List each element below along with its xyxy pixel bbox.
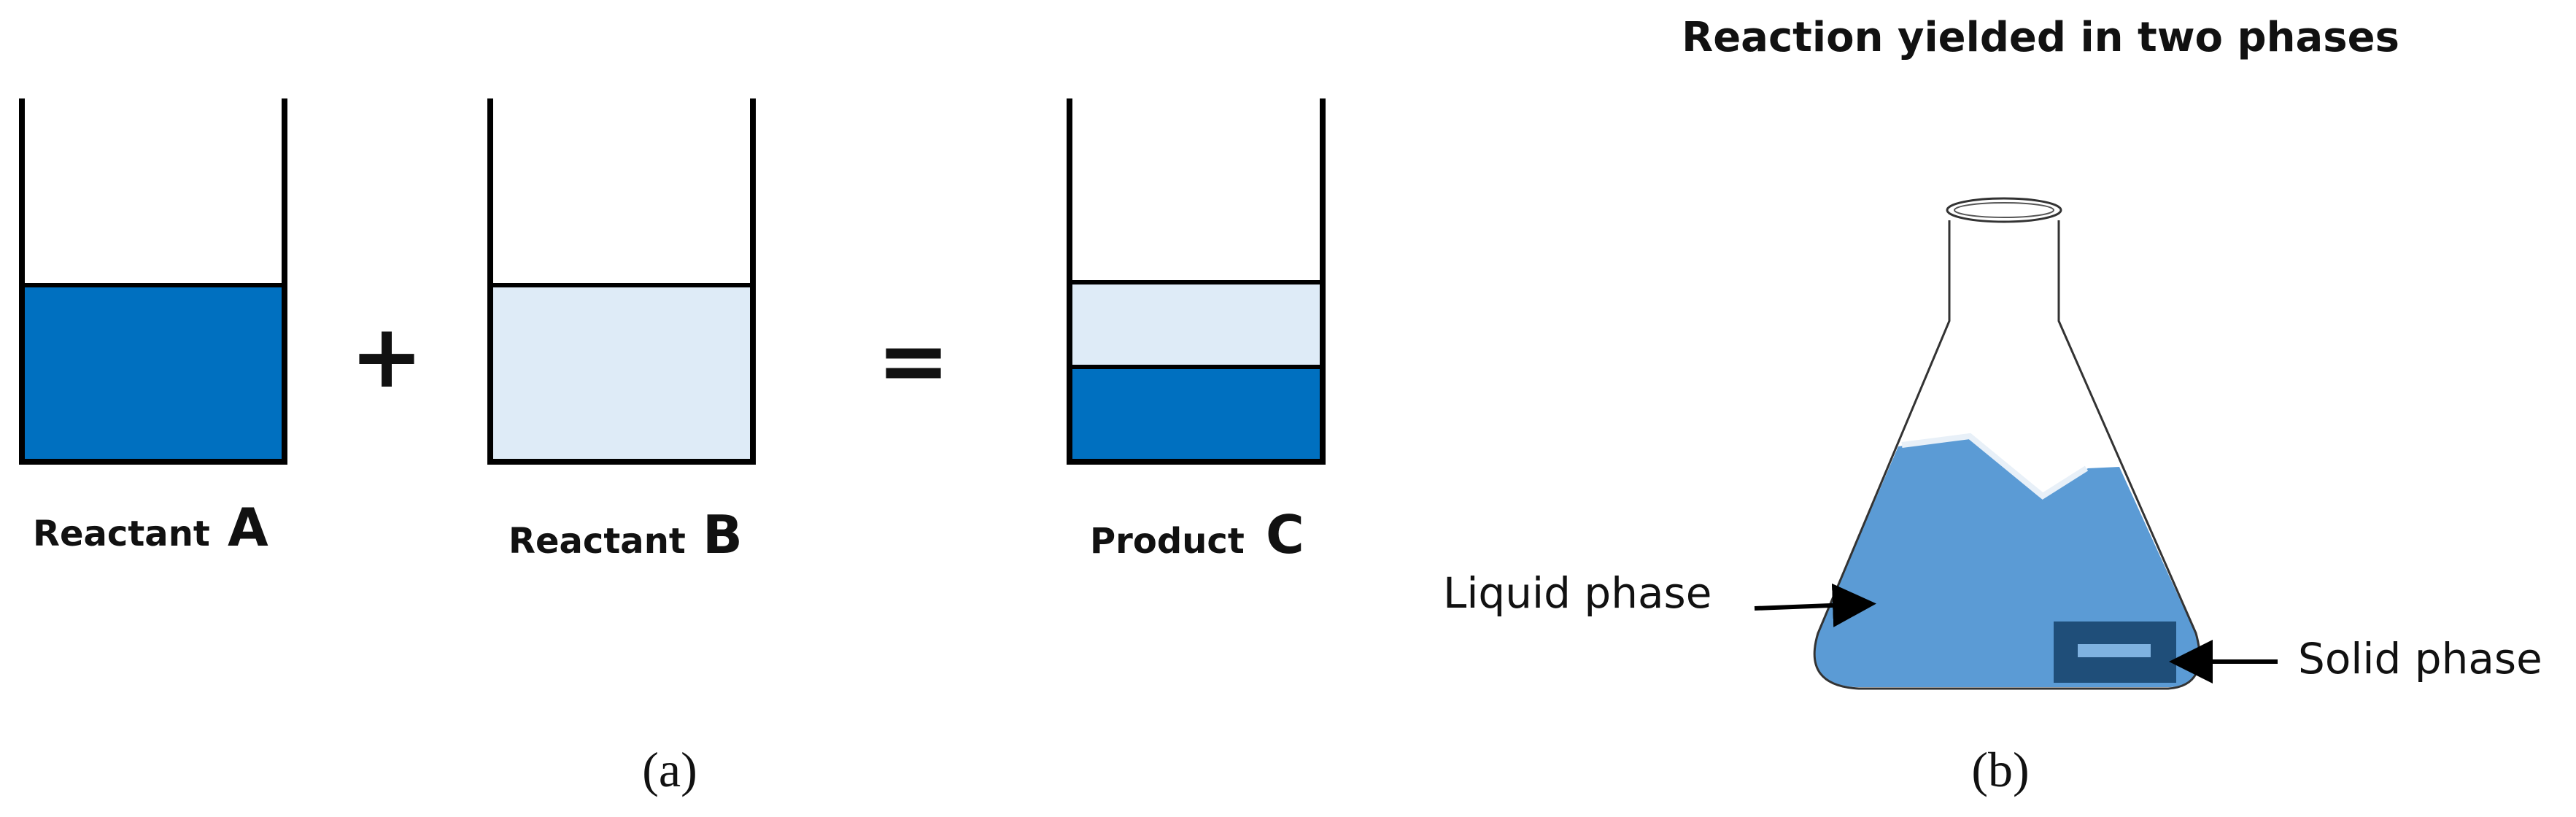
product-c-label: Product <box>1090 521 1245 562</box>
flask-liquid-sheen <box>1901 433 2089 500</box>
reactant-b-letter: B <box>703 504 743 565</box>
reactant-a-letter: A <box>228 497 268 558</box>
caption-b: (b) <box>1971 742 2029 797</box>
liquid-phase-arrow <box>1754 583 1876 627</box>
panel-b-title: Reaction yielded in two phases <box>1682 14 2399 61</box>
reactant-b-liquid <box>492 287 752 462</box>
panel-a: Reactant A + Reactant B = Product C (a) <box>19 98 1326 797</box>
panel-b: Reaction yielded in two phases Liquid ph… <box>1443 14 2542 797</box>
caption-a: (a) <box>642 742 697 797</box>
beaker-reactant-a <box>19 98 287 465</box>
solid-phase-inner <box>2078 644 2151 657</box>
flask-rim-inner <box>1954 202 2054 218</box>
equals-sign: = <box>877 311 951 412</box>
flask-rim <box>1946 197 2062 223</box>
plus-sign: + <box>350 306 424 408</box>
reactant-a-label: Reactant <box>33 514 210 554</box>
liquid-phase-label: Liquid phase <box>1443 568 1711 618</box>
beaker-b-outline <box>487 98 756 465</box>
reactant-a-liquid <box>24 287 284 462</box>
product-c-letter: C <box>1266 504 1304 565</box>
erlenmeyer-flask <box>1813 197 2201 690</box>
solid-phase-label: Solid phase <box>2298 634 2542 684</box>
beaker-reactant-b <box>487 98 756 465</box>
product-c-bottom-layer <box>1072 368 1320 462</box>
reactant-b-label: Reactant <box>508 521 686 562</box>
beaker-a-outline <box>19 98 287 465</box>
beaker-product-c <box>1067 98 1326 465</box>
product-c-top-layer <box>1072 284 1320 368</box>
